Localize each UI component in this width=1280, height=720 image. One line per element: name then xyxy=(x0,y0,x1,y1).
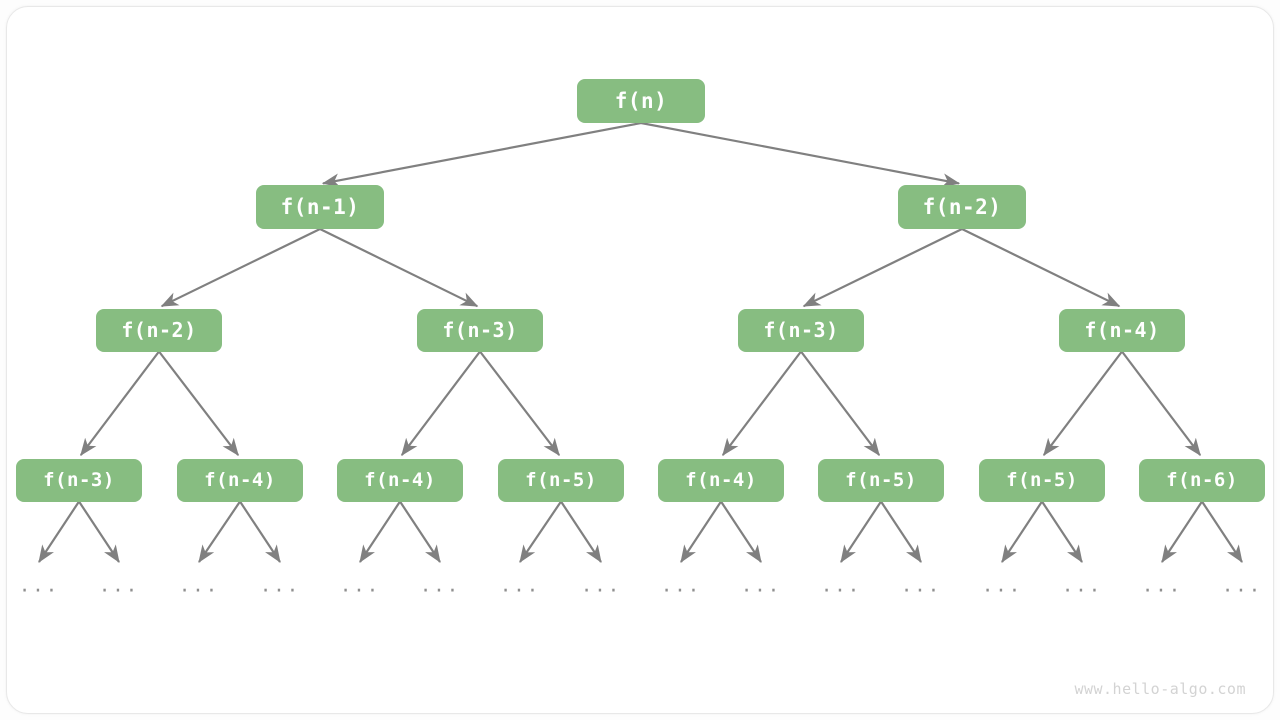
tree-node-n2[interactable]: f(n-2) xyxy=(898,185,1026,229)
tree-node-n3[interactable]: f(n-2) xyxy=(96,308,222,352)
ellipsis-e3: ... xyxy=(178,574,220,597)
ellipsis-e15: ... xyxy=(1141,574,1183,597)
tree-node-n10[interactable]: f(n-5) xyxy=(498,458,624,502)
tree-node-n11[interactable]: f(n-4) xyxy=(658,458,784,502)
ellipsis-e16: ... xyxy=(1221,574,1263,597)
ellipsis-e10: ... xyxy=(740,574,782,597)
tree-node-n14[interactable]: f(n-6) xyxy=(1139,458,1265,502)
tree-node-n13[interactable]: f(n-5) xyxy=(979,458,1105,502)
tree-node-n4[interactable]: f(n-3) xyxy=(417,308,543,352)
tree-node-n1[interactable]: f(n-1) xyxy=(256,185,384,229)
tree-node-n12[interactable]: f(n-5) xyxy=(818,458,944,502)
ellipsis-e14: ... xyxy=(1061,574,1103,597)
ellipsis-e9: ... xyxy=(660,574,702,597)
tree-node-n8[interactable]: f(n-4) xyxy=(177,458,303,502)
ellipsis-e4: ... xyxy=(259,574,301,597)
tree-node-n5[interactable]: f(n-3) xyxy=(738,308,864,352)
ellipsis-e7: ... xyxy=(499,574,541,597)
ellipsis-e5: ... xyxy=(339,574,381,597)
ellipsis-e12: ... xyxy=(900,574,942,597)
ellipsis-e13: ... xyxy=(981,574,1023,597)
ellipsis-e8: ... xyxy=(580,574,622,597)
tree-node-n0[interactable]: f(n) xyxy=(577,79,705,123)
tree-node-n7[interactable]: f(n-3) xyxy=(16,458,142,502)
tree-node-n9[interactable]: f(n-4) xyxy=(337,458,463,502)
ellipsis-e2: ... xyxy=(98,574,140,597)
watermark: www.hello-algo.com xyxy=(1074,680,1246,698)
ellipsis-e1: ... xyxy=(18,574,60,597)
ellipsis-e11: ... xyxy=(820,574,862,597)
tree-node-n6[interactable]: f(n-4) xyxy=(1059,308,1185,352)
ellipsis-e6: ... xyxy=(419,574,461,597)
